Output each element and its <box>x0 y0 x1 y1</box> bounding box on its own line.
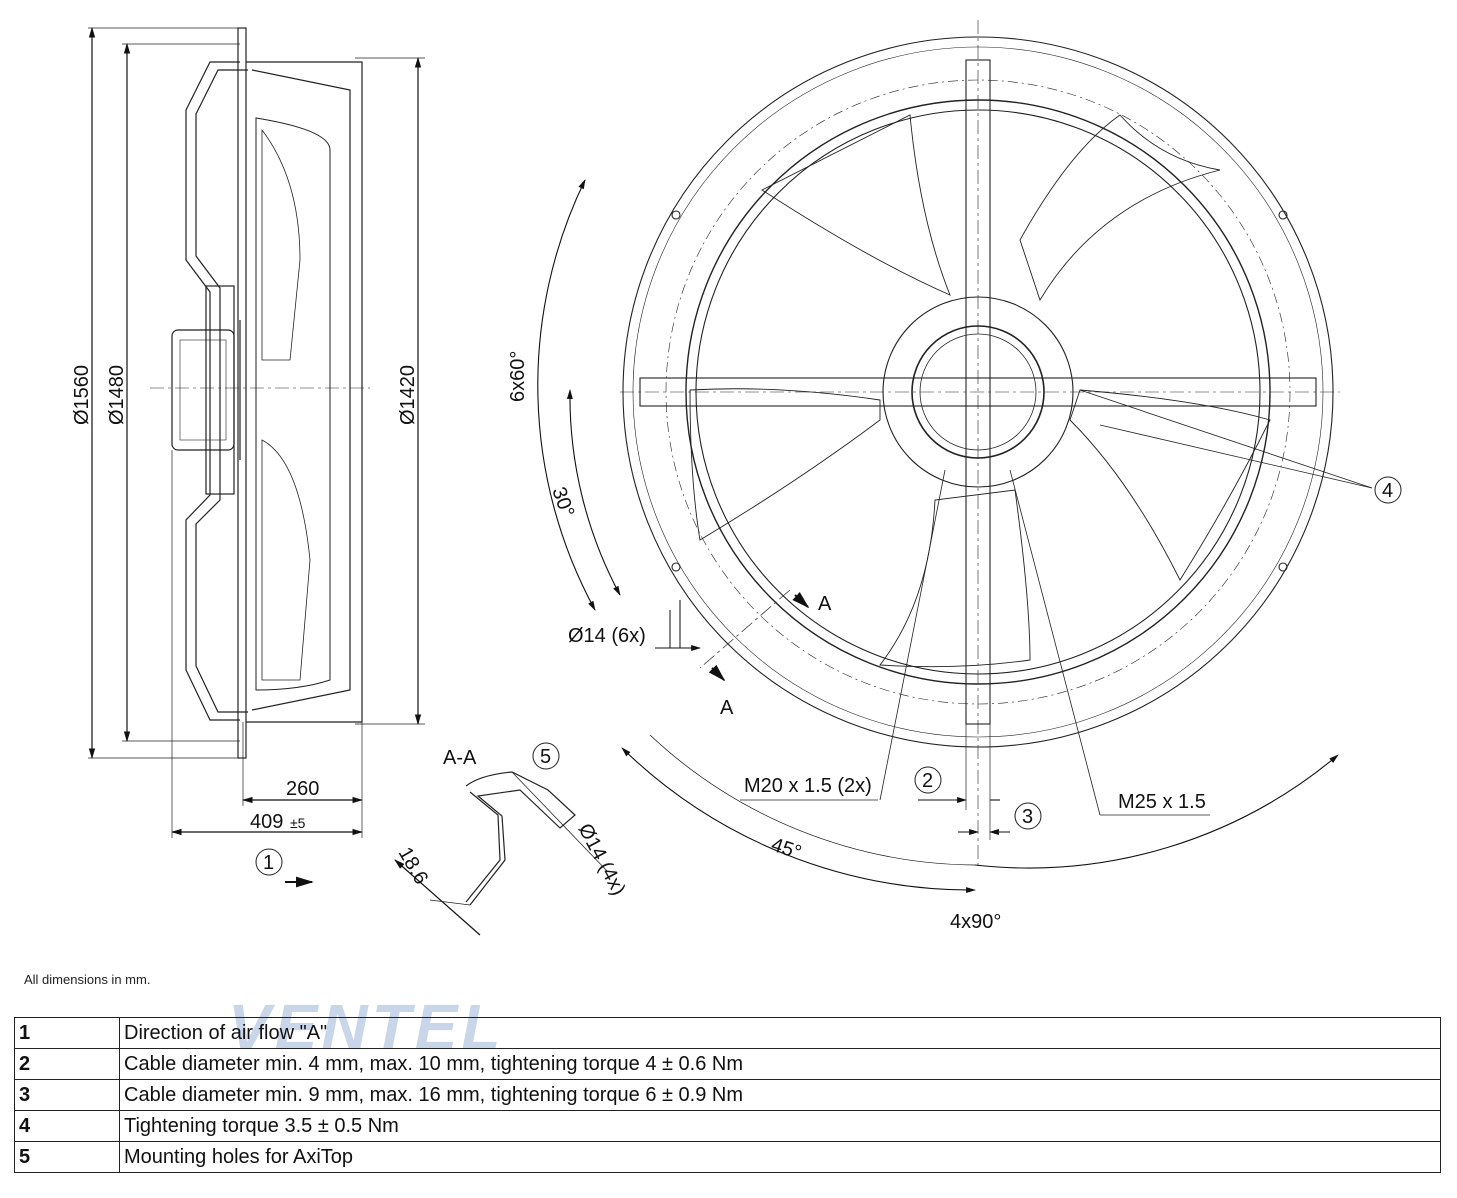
legend-text: Cable diameter min. 9 mm, max. 16 mm, ti… <box>119 1079 1441 1111</box>
dim-len-409-tolerance: ±5 <box>290 815 306 831</box>
dim-dia-1560: Ø1560 <box>71 365 93 425</box>
section-a-a <box>394 742 609 936</box>
marker-1: 1 <box>263 852 274 874</box>
callout-m20: M20 x 1.5 (2x) <box>744 775 872 797</box>
section-marker-a-top: A <box>818 593 832 615</box>
legend-row: 2 Cable diameter min. 4 mm, max. 10 mm, … <box>14 1048 1441 1080</box>
dim-angle-45: 45° <box>768 834 804 864</box>
legend-row: 5 Mounting holes for AxiTop <box>14 1141 1441 1173</box>
legend-number: 3 <box>14 1079 120 1111</box>
dim-dia-1480: Ø1480 <box>106 365 128 425</box>
legend-row: 4 Tightening torque 3.5 ± 0.5 Nm <box>14 1110 1441 1142</box>
technical-drawing: Ø1560 Ø1480 Ø1420 260 409 ±5 1 A-A 5 18.… <box>71 20 1402 936</box>
dim-angle-4x90: 4x90° <box>950 911 1001 933</box>
marker-3: 3 <box>1022 806 1033 828</box>
dim-angle-6x60: 6x60° <box>507 351 529 402</box>
legend-number: 5 <box>14 1141 120 1173</box>
legend-number: 4 <box>14 1110 120 1142</box>
legend-text: Cable diameter min. 4 mm, max. 10 mm, ti… <box>119 1048 1441 1080</box>
legend-number: 1 <box>14 1017 120 1049</box>
dim-hole-4x: Ø14 (4x) <box>574 820 630 899</box>
section-marker-a-bottom: A <box>720 697 734 719</box>
dim-angle-30: 30° <box>547 484 578 520</box>
dim-len-260: 260 <box>286 778 319 800</box>
dim-hole-6x: Ø14 (6x) <box>568 625 646 647</box>
side-view <box>88 26 425 888</box>
legend-text: Tightening torque 3.5 ± 0.5 Nm <box>119 1110 1441 1142</box>
legend-text: Direction of air flow "A" <box>119 1017 1441 1049</box>
section-title: A-A <box>443 747 477 769</box>
marker-2: 2 <box>922 770 933 792</box>
dim-dia-1420: Ø1420 <box>397 365 419 425</box>
dim-len-409: 409 <box>250 811 283 833</box>
marker-4: 4 <box>1382 480 1393 502</box>
legend-table: 1 Direction of air flow "A" 2 Cable diam… <box>14 1017 1441 1173</box>
legend-number: 2 <box>14 1048 120 1080</box>
legend-text: Mounting holes for AxiTop <box>119 1141 1441 1173</box>
marker-5: 5 <box>540 746 551 768</box>
dimensions-note: All dimensions in mm. <box>24 972 151 987</box>
legend-row: 3 Cable diameter min. 9 mm, max. 16 mm, … <box>14 1079 1441 1111</box>
front-view <box>537 20 1402 894</box>
legend-row: 1 Direction of air flow "A" <box>14 1017 1441 1049</box>
callout-m25: M25 x 1.5 <box>1118 791 1206 813</box>
dim-18-6: 18.6 <box>394 844 433 889</box>
